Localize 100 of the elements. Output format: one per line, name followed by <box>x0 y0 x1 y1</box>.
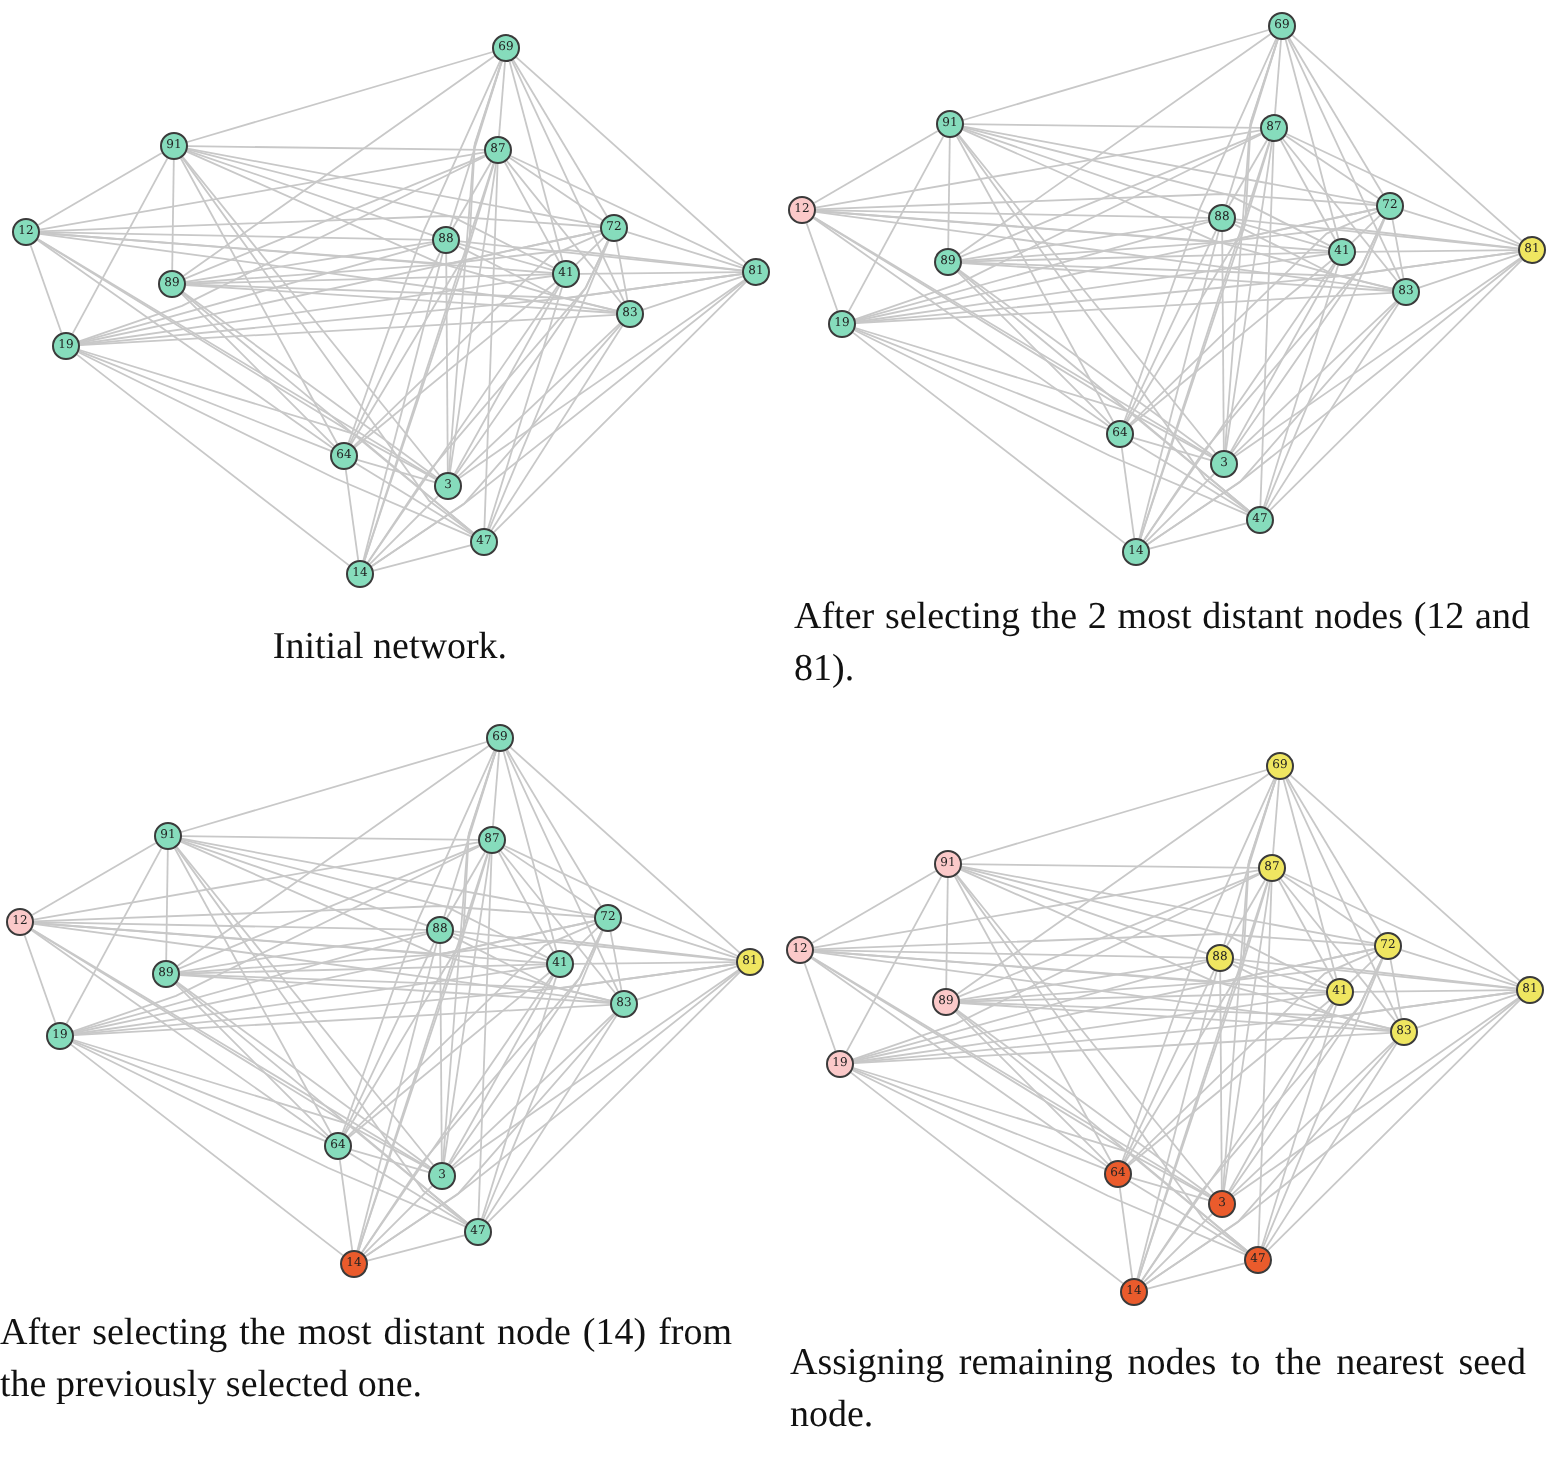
network-edge <box>29 244 63 334</box>
network-edge <box>1286 777 1382 935</box>
network-edge <box>811 956 1211 1198</box>
network-edge <box>813 949 1207 959</box>
network-edge <box>1225 140 1273 452</box>
network-edge <box>1126 140 1271 423</box>
network-edge <box>569 926 599 956</box>
network-edge <box>505 160 623 304</box>
network-edge <box>962 127 1210 215</box>
network-edge <box>1219 971 1223 1191</box>
network-edge <box>447 975 555 1165</box>
panel-caption: After selecting the most distant node (14) from the previously selected one. <box>0 1310 732 1410</box>
network-edge <box>854 253 1330 323</box>
network-edge <box>1288 37 1384 195</box>
network-edge <box>803 962 837 1052</box>
network-edge <box>1223 880 1271 1192</box>
network-edge <box>37 238 437 480</box>
network-edge <box>179 840 612 1002</box>
network-edge <box>350 1148 430 1174</box>
network-edge <box>362 1184 434 1256</box>
network-edge <box>32 841 480 921</box>
network-edge <box>446 851 486 919</box>
network-edge <box>449 162 497 474</box>
network-edge <box>812 217 1110 427</box>
network-edge <box>30 929 328 1139</box>
network-edge <box>72 1039 431 1171</box>
network-edge <box>508 60 564 262</box>
network-edge <box>958 269 1214 457</box>
network-edge <box>1261 1004 1337 1248</box>
network-edge <box>1146 1262 1246 1290</box>
network-edge <box>1264 218 1386 508</box>
network-edge <box>954 1010 1110 1166</box>
network-edge <box>1124 880 1269 1163</box>
network-edge <box>488 240 610 530</box>
network-edge <box>958 959 1208 1001</box>
network-edge <box>1279 878 1397 1022</box>
network-edge <box>347 971 551 1139</box>
network-edge <box>452 969 740 1169</box>
network-edge <box>813 933 1375 951</box>
network-edge <box>72 845 481 1033</box>
network-edge <box>960 865 1376 945</box>
panel-caption: Assigning remaining nodes to the nearest seed node. <box>790 1340 1526 1440</box>
network-edge <box>955 874 1248 1253</box>
network-edge <box>962 29 1270 121</box>
network-edge <box>1282 778 1338 980</box>
network-edge <box>23 934 57 1024</box>
network-edge <box>343 941 435 1135</box>
network-edge <box>72 965 548 1035</box>
network-edge <box>1138 230 1220 540</box>
network-edge <box>165 849 169 961</box>
network-edge <box>338 1158 354 1252</box>
network-edge <box>350 162 495 445</box>
network-edge <box>174 982 330 1138</box>
network-edge <box>1233 223 1394 290</box>
network-edge <box>38 232 618 314</box>
network-edge <box>445 253 449 473</box>
network-edge <box>187 145 485 151</box>
network-edge <box>344 468 360 562</box>
network-edge <box>851 1069 1247 1256</box>
network-edge <box>958 33 1272 255</box>
network-edge <box>451 935 612 1002</box>
network-edge <box>179 157 339 445</box>
network-edge <box>961 863 1259 869</box>
network-edge <box>36 239 334 449</box>
network-edge <box>1233 958 1517 990</box>
network-edge <box>957 270 1251 512</box>
network-edge <box>953 875 1113 1163</box>
network-edge <box>956 1009 1212 1197</box>
network-edge <box>642 275 744 311</box>
network-edge <box>1132 436 1212 462</box>
network-edge <box>78 349 437 481</box>
network-edge <box>955 135 1115 423</box>
network-edge <box>1129 1180 1247 1254</box>
network-edge <box>1283 873 1519 985</box>
network-edge <box>1130 1176 1210 1202</box>
network-edge <box>1234 220 1330 250</box>
network-edge <box>76 353 350 567</box>
network-edge <box>490 324 624 532</box>
network-edge <box>487 970 741 1224</box>
network-edge <box>961 262 1393 292</box>
network-edge <box>77 351 473 538</box>
network-edge <box>1231 1040 1395 1196</box>
network-edge <box>1127 999 1331 1167</box>
network-edge <box>850 1071 1124 1285</box>
network-edge <box>361 974 553 1254</box>
network-edge <box>1389 958 1403 1020</box>
network-edge <box>854 327 1213 459</box>
network-edge <box>1232 960 1328 990</box>
network-edge <box>1231 963 1392 1030</box>
network-edge <box>372 544 472 572</box>
network-edge <box>947 137 951 249</box>
network-edge <box>1123 37 1278 422</box>
network-edge <box>31 842 157 916</box>
network-edge <box>31 928 431 1170</box>
network-edge <box>370 323 622 568</box>
network-edge <box>452 932 548 962</box>
network-edge <box>1353 989 1517 993</box>
network-edge <box>636 965 738 1001</box>
network-edge <box>1139 140 1271 540</box>
network-edge <box>854 208 1378 322</box>
